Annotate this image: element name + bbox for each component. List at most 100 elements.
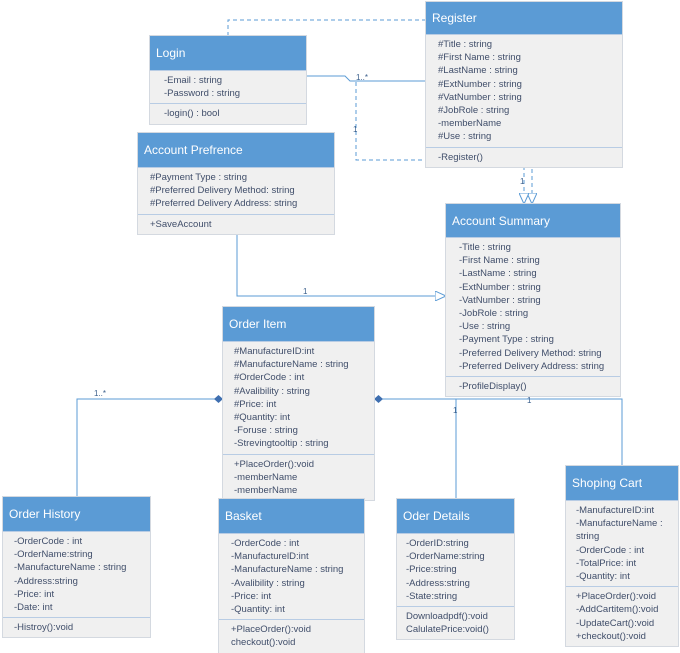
label-history-item: 1..*	[94, 389, 106, 398]
attribute: -ExtNumber : string	[459, 281, 541, 293]
class-register-attributes: #Title : string #First Name : string #La…	[426, 34, 622, 147]
attribute: #Title : string	[438, 39, 493, 50]
attribute: -OrderCode : int	[231, 538, 300, 549]
class-shoping-cart-attributes: -ManufactureID:int -ManufactureName : st…	[566, 500, 678, 586]
method: CalulatePrice:void()	[406, 624, 489, 636]
attribute: #LastName : string	[438, 65, 518, 77]
attribute: #Preferred Delivery Address: string	[150, 198, 298, 210]
attribute: -State:string	[406, 590, 458, 602]
attribute: -Foruse : string	[234, 425, 298, 437]
label-prefrence-summary: 1	[303, 287, 308, 296]
login-summary-dependency	[227, 19, 532, 204]
class-account-summary[interactable]: Account Summary -Title : string -First N…	[446, 204, 620, 397]
attribute: -Email : string	[164, 75, 223, 86]
class-oder-details-methods: Downloadpdf():void CalulatePrice:void()	[397, 606, 514, 639]
class-account-summary-title: Account Summary	[446, 204, 620, 237]
class-basket-methods: +PlaceOrder():void checkout():void	[219, 619, 364, 652]
class-login-attributes: -Email : string -Password : string	[150, 70, 306, 103]
attribute: -VatNumber : string	[459, 294, 541, 306]
attribute: -OrderName:string	[14, 549, 93, 561]
attribute: -Strevingtooltip : string	[234, 438, 329, 450]
class-register-methods: -Register()	[426, 146, 622, 167]
attribute: #Price: int	[234, 398, 277, 410]
attribute: -ManufacturelD:int	[231, 551, 309, 563]
attribute: string	[576, 531, 600, 543]
attribute: -Price: int	[14, 588, 55, 600]
attribute: #ManufactureID:int	[234, 346, 315, 357]
attribute: -Date: int	[14, 602, 53, 614]
method: -AddCartitem():void	[576, 604, 659, 616]
class-basket-title: Basket	[219, 499, 364, 533]
class-order-history-title: Order History	[3, 497, 150, 531]
class-shoping-cart[interactable]: Shoping Cart -ManufactureID:int -Manufac…	[566, 466, 678, 647]
method: -login() : bool	[164, 108, 220, 120]
attribute: -Password : string	[164, 88, 241, 100]
method: +checkout():void	[576, 630, 646, 642]
method: -UpdateCart():void	[576, 617, 655, 629]
class-oder-details-title: Oder Details	[397, 499, 514, 533]
attribute: -ManufactureName : string	[14, 562, 127, 574]
class-account-prefrence[interactable]: Account Prefrence #Payment Type : string…	[138, 133, 334, 234]
class-oder-details[interactable]: Oder Details -OrderID:string -OrderName:…	[397, 499, 514, 640]
cart-item-aggregation	[456, 398, 623, 466]
method: +PlaceOrder():void	[234, 458, 314, 470]
class-shoping-cart-title: Shoping Cart	[566, 466, 678, 500]
details-item-aggregation	[374, 395, 457, 499]
attribute: -OrderCode : int	[14, 536, 83, 547]
method: +PlaceOrder():void	[231, 624, 311, 636]
attribute: -Use : string	[459, 321, 511, 333]
method: -Register()	[438, 151, 483, 163]
class-login[interactable]: Login -Email : string -Password : string…	[150, 36, 306, 124]
attribute: -Quantity: int	[231, 604, 285, 616]
attribute: #Avalibility : string	[234, 385, 310, 397]
attribute: -OrderCode : int	[576, 544, 645, 556]
class-account-summary-attributes: -Title : string -First Name : string -La…	[446, 237, 620, 376]
attribute: #OrderCode : int	[234, 372, 305, 384]
class-basket-attributes: -OrderCode : int -ManufacturelD:int -Man…	[219, 533, 364, 619]
class-order-item-methods: +PlaceOrder():void -memberName -memberNa…	[223, 453, 374, 501]
label-cart-item: 1	[527, 396, 532, 405]
attribute: #ExtNumber : string	[438, 78, 522, 90]
prefrence-summary-generalization	[236, 228, 446, 296]
class-order-history-methods: -Histroy():void	[3, 617, 150, 637]
method: -Histroy():void	[14, 622, 74, 634]
attribute: #VatNumber : string	[438, 91, 522, 103]
attribute: -Title : string	[459, 242, 511, 253]
method: +SaveAccount	[150, 218, 212, 230]
class-account-prefrence-attributes: #Payment Type : string #Preferred Delive…	[138, 167, 334, 214]
class-order-history[interactable]: Order History -OrderCode : int -OrderNam…	[3, 497, 150, 638]
method: -memberName	[234, 471, 298, 483]
attribute: -Preferred Delivery Method: string	[459, 347, 602, 359]
attribute: -Price: int	[231, 590, 272, 602]
attribute: #ManufactureName : string	[234, 359, 349, 371]
class-oder-details-attributes: -OrderID:string -OrderName:string -Price…	[397, 533, 514, 606]
attribute: -Avalibility : string	[231, 577, 305, 589]
class-register[interactable]: Register #Title : string #First Name : s…	[426, 2, 622, 167]
attribute: #Use : string	[438, 131, 492, 143]
method: -memberName	[234, 485, 298, 497]
class-login-methods: -login() : bool	[150, 103, 306, 123]
attribute: -OrderID:string	[406, 538, 469, 549]
class-account-summary-methods: -ProfileDisplay()	[446, 376, 620, 396]
attribute: #Quantity: int	[234, 412, 290, 424]
attribute: -Address:string	[14, 575, 78, 587]
class-order-item-title: Order Item	[223, 307, 374, 341]
class-basket[interactable]: Basket -OrderCode : int -ManufacturelD:i…	[219, 499, 364, 653]
class-order-item[interactable]: Order Item #ManufactureID:int #Manufactu…	[223, 307, 374, 501]
attribute: -ManufactureName :	[576, 518, 663, 530]
class-login-title: Login	[150, 36, 306, 70]
class-account-prefrence-title: Account Prefrence	[138, 133, 334, 167]
attribute: -ManufactureName : string	[231, 564, 344, 576]
method: +PlaceOrder():void	[576, 591, 656, 603]
label-register-summary-2: 1	[520, 177, 525, 186]
attribute: #First Name : string	[438, 52, 521, 64]
attribute: -Address:string	[406, 577, 470, 589]
attribute: -TotalPrice: int	[576, 557, 637, 569]
label-details-item: 1	[453, 406, 458, 415]
attribute: -Quantity: int	[576, 571, 630, 583]
label-login-register: 1..*	[356, 73, 368, 82]
attribute: -ManufactureID:int	[576, 505, 655, 516]
method: checkout():void	[231, 637, 296, 649]
label-register-summary: 1	[353, 125, 358, 134]
class-order-item-attributes: #ManufactureID:int #ManufactureName : st…	[223, 341, 374, 454]
